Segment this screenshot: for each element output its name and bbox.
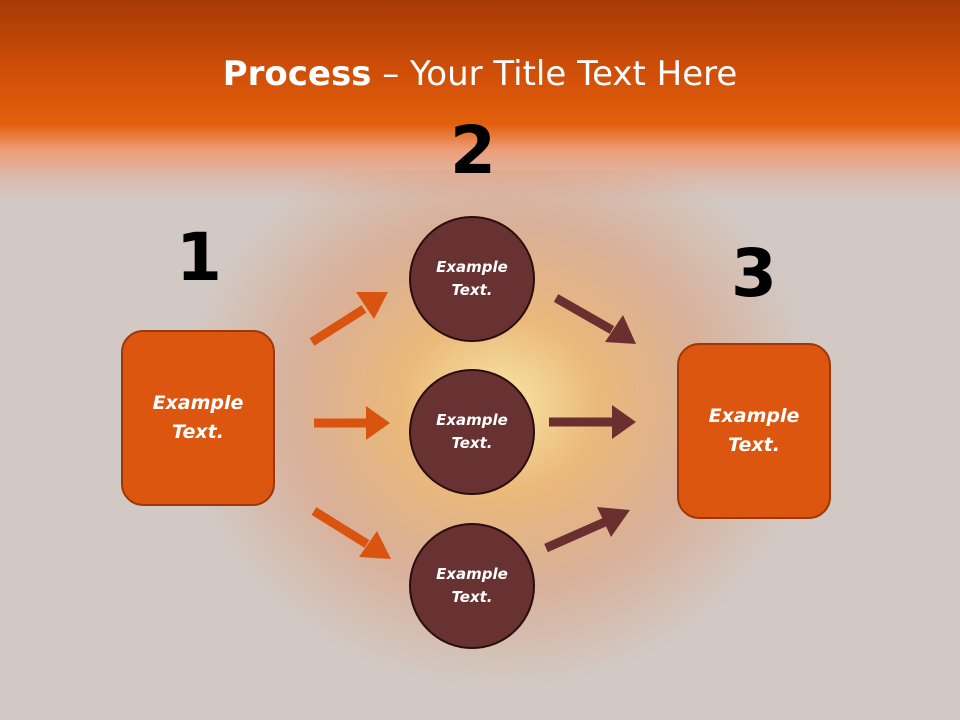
circle-middle: Example Text. [409,369,535,495]
circle-bottom: Example Text. [409,523,535,649]
title-bold: Process [222,54,372,94]
arrow-left-top [309,292,388,346]
slide-title: Process – Your Title Text Here [0,52,960,96]
arrow-right-top [553,294,636,344]
circle-top-label: Example Text. [436,258,508,299]
circle-middle-label: Example Text. [436,411,508,452]
circle-top: Example Text. [409,216,535,342]
step-number-1: 1 [176,219,222,296]
arrow-right-middle [549,405,636,439]
left-box-label: Example Text. [152,392,244,443]
step-number-3: 3 [731,235,777,312]
arrow-right-bottom [544,507,630,553]
circle-bottom-label: Example Text. [436,565,508,606]
right-process-box: Example Text. [677,343,831,519]
left-process-box: Example Text. [121,330,275,506]
title-rest: – Your Title Text Here [371,54,738,94]
header-band [0,0,960,200]
arrow-left-middle [314,406,390,440]
right-box-label: Example Text. [708,405,800,456]
step-number-2: 2 [450,112,496,189]
arrow-left-bottom [311,507,391,559]
